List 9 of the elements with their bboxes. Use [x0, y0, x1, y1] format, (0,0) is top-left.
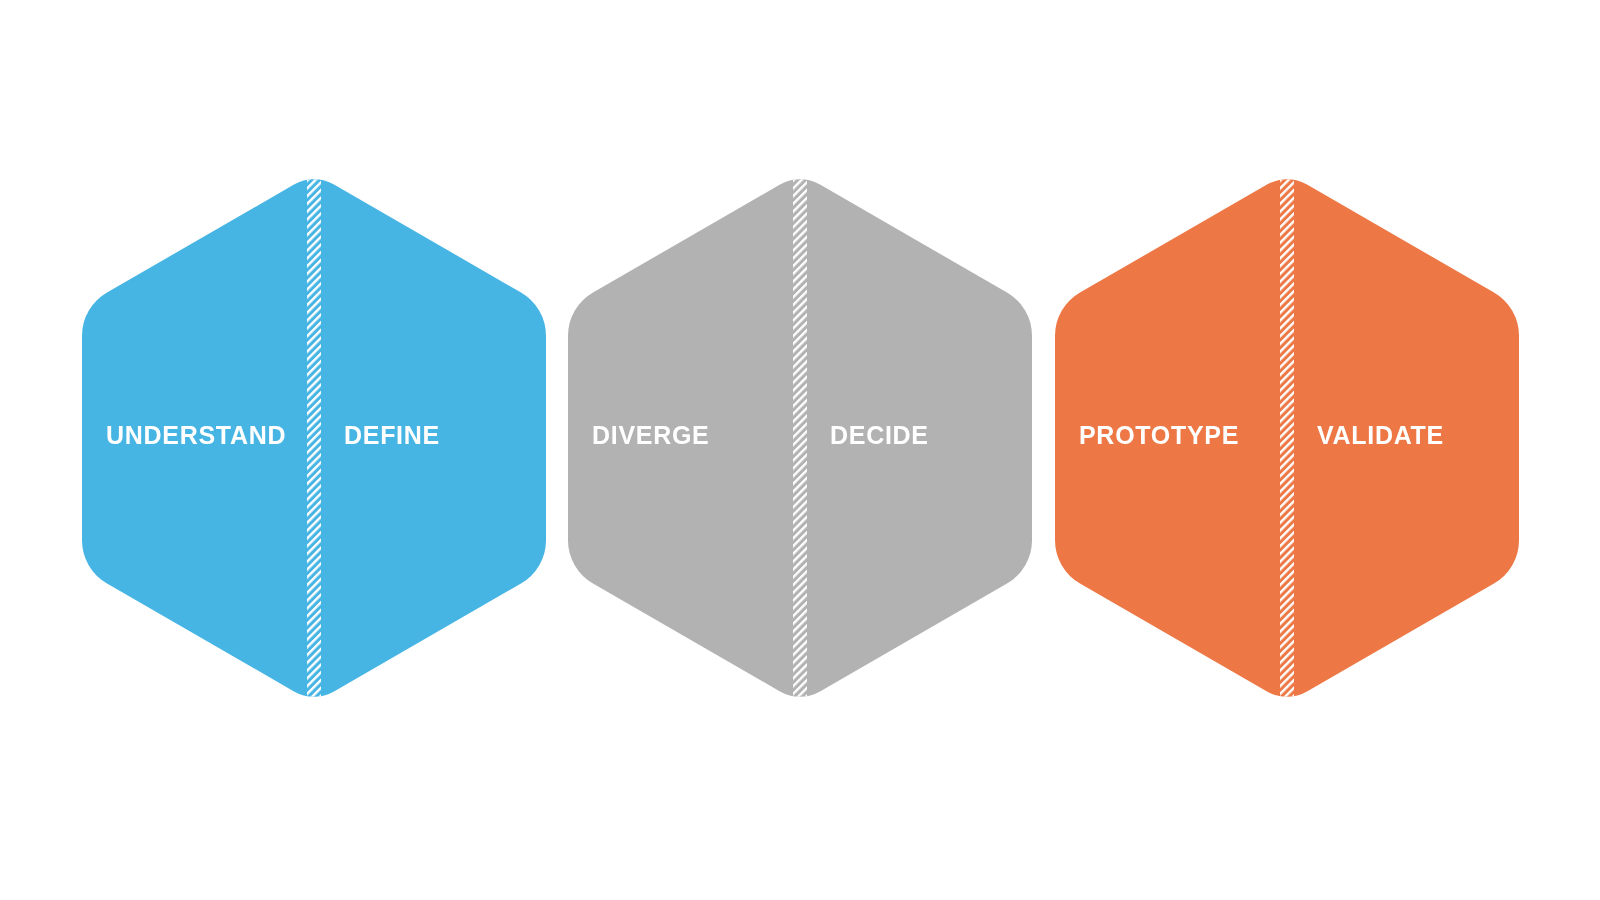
phase-label: VALIDATE [1317, 420, 1444, 450]
phase-label: DIVERGE [592, 420, 710, 450]
phase-label: PROTOTYPE [1079, 420, 1240, 450]
hexagon [568, 179, 1032, 697]
phase-label: DECIDE [830, 420, 929, 450]
phase-label: DEFINE [344, 420, 440, 450]
hexagon [1055, 179, 1519, 697]
hexagon [82, 179, 546, 697]
phase-label: UNDERSTAND [106, 420, 287, 450]
